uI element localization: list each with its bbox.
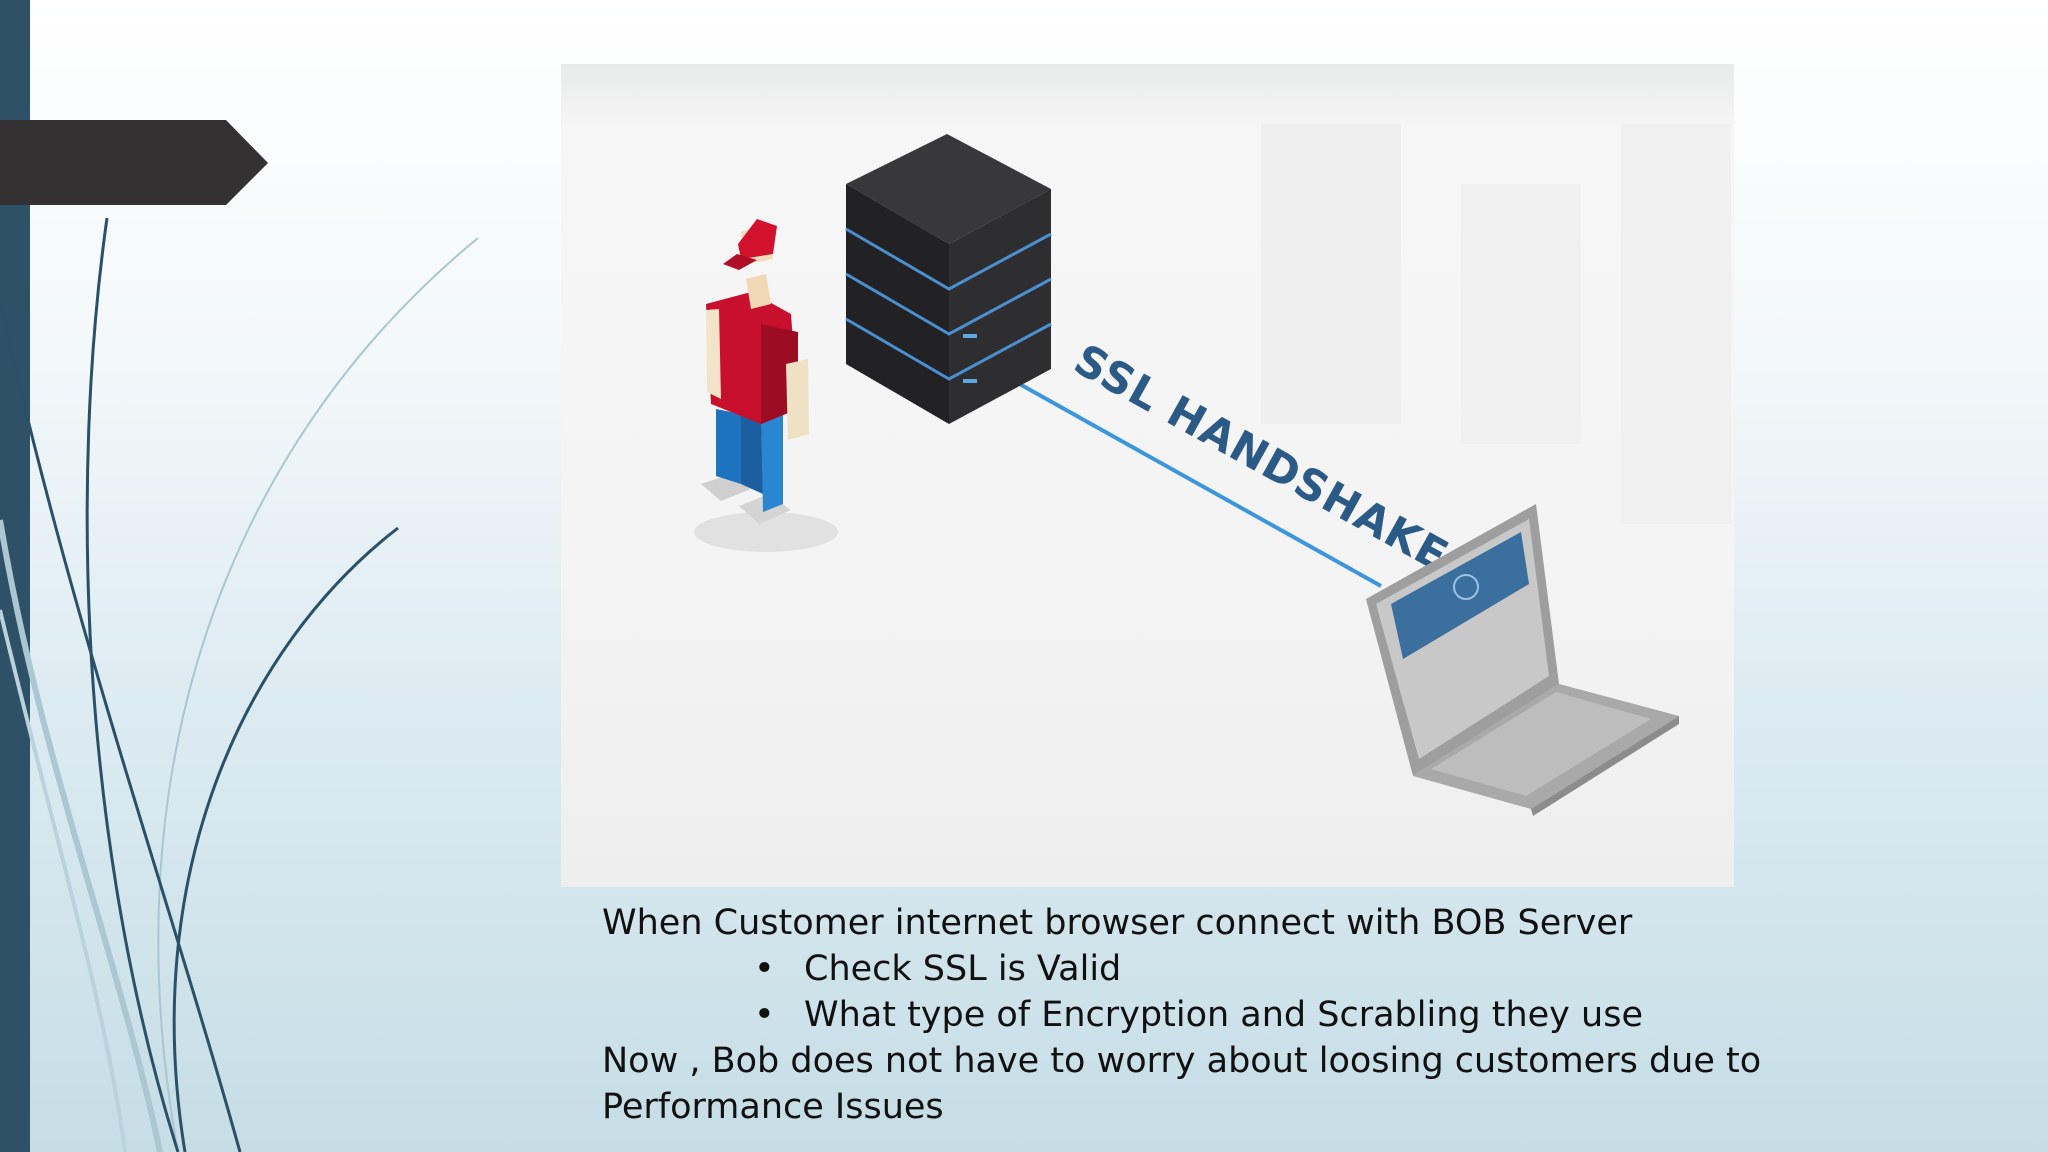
curve-light-3	[0, 609, 127, 1152]
bullet-item-encryption-type: • What type of Encryption and Scrabling …	[602, 992, 1762, 1038]
decorative-curves	[0, 217, 479, 1152]
handshake-connection-line	[1015, 380, 1382, 588]
server-stack-icon	[845, 134, 1052, 424]
title-tab-arrow	[0, 120, 268, 205]
curve-dark-1	[85, 217, 180, 1152]
curve-dark-3	[0, 299, 242, 1152]
bullet-text: Check SSL is Valid	[804, 949, 1122, 989]
conclusion-line: Now , Bob does not have to worry about l…	[602, 1041, 1762, 1127]
intro-line: When Customer internet browser connect w…	[602, 903, 1633, 943]
curve-light-1	[157, 237, 479, 1152]
laptop-icon	[1366, 504, 1679, 816]
person-icon	[694, 219, 838, 552]
ssl-handshake-illustration: SSL HANDSHAKE	[561, 64, 1734, 887]
bullet-marker: •	[754, 949, 775, 989]
slide-body-text: When Customer internet browser connect w…	[602, 900, 1762, 1130]
bullet-item-check-ssl: • Check SSL is Valid	[602, 946, 1762, 992]
curve-dark-2	[172, 526, 399, 1152]
bullet-text: What type of Encryption and Scrabling th…	[804, 995, 1643, 1035]
bullet-marker: •	[754, 995, 775, 1035]
curve-light-2	[0, 519, 163, 1152]
